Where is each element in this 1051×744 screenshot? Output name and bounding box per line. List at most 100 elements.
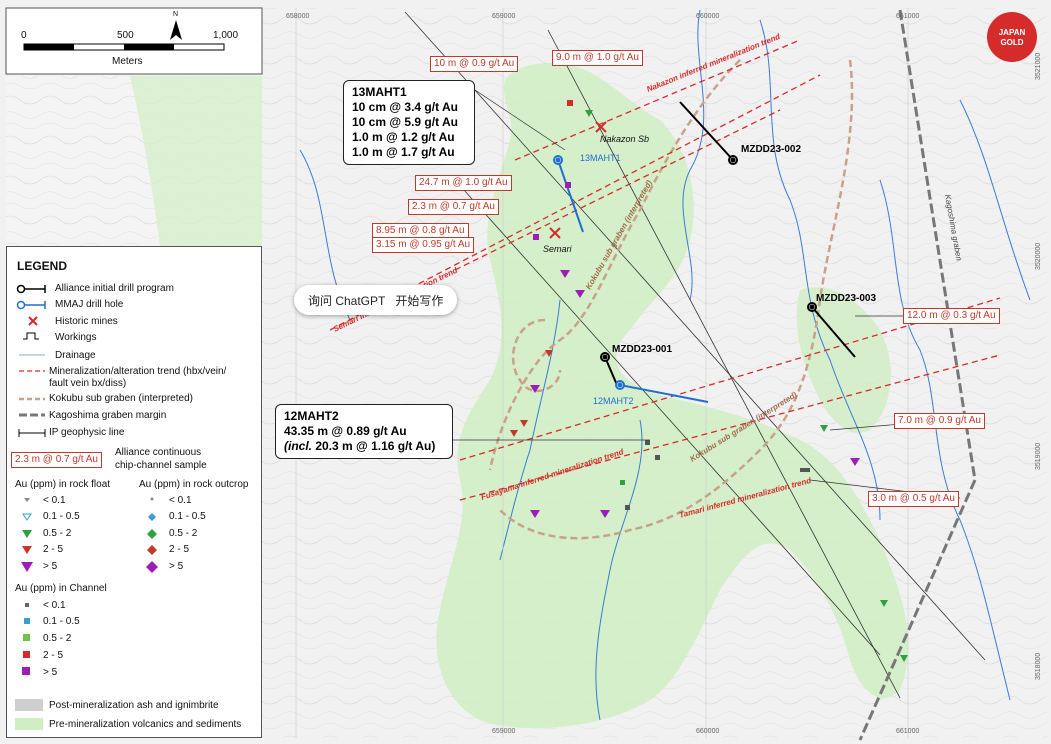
svg-text:Semari: Semari — [543, 244, 573, 254]
scale-bar — [23, 43, 225, 51]
kokubu-graben-outline — [488, 59, 854, 540]
mmaj-hole-12MAHT2 — [615, 380, 709, 403]
hole-13MAHT1-line-3: 1.0 m @ 1.2 g/t Au — [352, 130, 455, 144]
svg-text:13MAHT1: 13MAHT1 — [580, 153, 621, 163]
legend-au-symbols — [21, 497, 158, 573]
incl-rest: 20.3 m @ 1.16 g/t Au) — [312, 439, 436, 453]
post-min-swatch — [15, 699, 43, 711]
svg-text:Nakazon Sb: Nakazon Sb — [600, 134, 649, 144]
legend-alliance-drill: Alliance initial drill program — [55, 283, 174, 294]
mineralization-trends — [329, 39, 1001, 501]
svg-text:661000: 661000 — [896, 13, 919, 20]
legend-line-symbols — [16, 284, 46, 437]
svg-text:660000: 660000 — [696, 728, 719, 735]
rock-samples — [510, 100, 908, 662]
float-class-0: < 0.1 — [43, 495, 66, 506]
legend-mmaj-hole: MMAJ drill hole — [55, 299, 124, 310]
outcrop-class-4: > 5 — [169, 561, 184, 572]
pre-min-swatch — [15, 718, 43, 730]
pre-mineralization-zone — [436, 62, 909, 729]
hole-13MAHT1-results: 13MAHT1 10 cm @ 3.4 g/t Au 10 cm @ 5.9 g… — [343, 80, 475, 165]
svg-text:3518000: 3518000 — [1035, 653, 1042, 680]
hole-12MAHT2-line-1: 43.35 m @ 0.89 g/t Au — [284, 424, 407, 438]
legend-outcrop-title: Au (ppm) in rock outcrop — [139, 479, 249, 490]
chatgpt-toolbar: 询问 ChatGPT 开始写作 — [294, 285, 458, 315]
drill-hole-MZDD23-003 — [807, 302, 856, 358]
channel-class-0: < 0.1 — [43, 600, 66, 611]
hole-13MAHT1-line-2: 10 cm @ 5.9 g/t Au — [352, 115, 458, 129]
north-label: N — [173, 11, 179, 18]
svg-text:660000: 660000 — [696, 13, 719, 20]
svg-text:12MAHT2: 12MAHT2 — [593, 396, 634, 406]
outcrop-class-0: < 0.1 — [169, 495, 192, 506]
chip-sample-9: 3.0 m @ 0.5 g/t Au — [868, 491, 959, 507]
legend-pre-min: Pre-mineralization volcanics and sedimen… — [49, 719, 242, 730]
outcrop-class-3: 2 - 5 — [169, 544, 190, 555]
svg-text:659000: 659000 — [492, 13, 515, 20]
legend-trend-2: fault vein bx/diss) — [49, 378, 127, 389]
chip-sample-1: 10 m @ 0.9 g/t Au — [430, 56, 519, 72]
hole-13MAHT1-line-4: 1.0 m @ 1.7 g/t Au — [352, 145, 455, 159]
legend-drainage: Drainage — [55, 350, 96, 361]
scale-tick-1000: 1,000 — [213, 30, 239, 41]
float-class-1: 0.1 - 0.5 — [43, 511, 80, 522]
drill-label-MZDD23-002: MZDD23-002 — [741, 144, 802, 155]
svg-text:3520000: 3520000 — [1035, 243, 1042, 270]
legend-float-title: Au (ppm) in rock float — [15, 479, 111, 490]
svg-text:661000: 661000 — [896, 728, 919, 735]
chip-sample-3: 24.7 m @ 1.0 g/t Au — [415, 175, 512, 191]
channel-class-4: > 5 — [43, 667, 58, 678]
legend-workings: Workings — [55, 332, 97, 343]
legend-sample-text-2: chip-channel sample — [115, 460, 207, 471]
svg-text:3519000: 3519000 — [1035, 443, 1042, 470]
legend-historic-mines: Historic mines — [55, 316, 118, 327]
legend-channel-symbols — [22, 603, 30, 675]
kagoshima-graben-margin — [858, 9, 977, 741]
legend-kokubu: Kokubu sub graben (interpreted) — [49, 393, 193, 404]
channel-class-2: 0.5 - 2 — [43, 633, 72, 644]
outcrop-class-1: 0.1 - 0.5 — [169, 511, 206, 522]
legend-trend-1: Mineralization/alteration trend (hbx/vei… — [49, 366, 227, 377]
float-class-2: 0.5 - 2 — [43, 528, 72, 539]
hole-12MAHT2-title: 12MAHT2 — [284, 409, 339, 423]
scale-tick-0: 0 — [21, 30, 27, 41]
hole-13MAHT1-line-1: 10 cm @ 3.4 g/t Au — [352, 100, 458, 114]
ask-chatgpt-button[interactable]: 询问 ChatGPT — [308, 293, 386, 308]
float-class-4: > 5 — [43, 561, 58, 572]
channel-class-3: 2 - 5 — [43, 650, 64, 661]
legend-kagoshima: Kagoshima graben margin — [49, 410, 167, 421]
legend-sample-example: 2.3 m @ 0.7 g/t Au — [11, 452, 102, 468]
legend-title: LEGEND — [17, 259, 68, 273]
chip-sample-8: 7.0 m @ 0.9 g/t Au — [894, 413, 985, 429]
scale-unit: Meters — [112, 56, 143, 67]
hole-13MAHT1-title: 13MAHT1 — [352, 85, 407, 99]
drill-hole-MZDD23-002 — [679, 101, 738, 165]
start-writing-button[interactable]: 开始写作 — [395, 293, 444, 308]
svg-text:659000: 659000 — [492, 728, 515, 735]
chip-sample-2: 9.0 m @ 1.0 g/t Au — [552, 50, 643, 66]
legend-post-min: Post-mineralization ash and ignimbrite — [49, 700, 219, 711]
incl-word: (incl. — [284, 439, 313, 453]
mmaj-hole-13MAHT1 — [553, 155, 584, 233]
legend-panel: LEGEND Alliance initial drill program MM… — [6, 246, 262, 738]
chip-sample-6: 3.15 m @ 0.95 g/t Au — [372, 237, 475, 253]
legend-ip-line: IP geophysic line — [49, 427, 125, 438]
hole-12MAHT2-results: 12MAHT2 43.35 m @ 0.89 g/t Au (incl. 20.… — [275, 404, 453, 459]
logo-line2: GOLD — [1000, 38, 1024, 47]
drill-label-MZDD23-003: MZDD23-003 — [816, 293, 877, 304]
scale-box — [5, 7, 263, 75]
legend-channel-title: Au (ppm) in Channel — [15, 583, 107, 594]
hole-12MAHT2-incl: (incl. 20.3 m @ 1.16 g/t Au) — [284, 439, 444, 454]
outcrop-class-2: 0.5 - 2 — [169, 528, 198, 539]
svg-text:3521000: 3521000 — [1035, 53, 1042, 80]
chip-sample-7: 12.0 m @ 0.3 g/t Au — [903, 308, 1000, 324]
ip-geophysic-lines — [404, 11, 986, 699]
drill-label-MZDD23-001: MZDD23-001 — [612, 344, 673, 355]
japan-gold-logo: JAPAN GOLD — [987, 12, 1037, 62]
logo-line1: JAPAN — [998, 28, 1026, 37]
pre-mineralization-zone-east — [796, 287, 891, 433]
drill-hole-MZDD23-001 — [600, 352, 618, 386]
chip-sample-4: 2.3 m @ 0.7 g/t Au — [408, 199, 499, 215]
scale-tick-500: 500 — [117, 30, 134, 41]
